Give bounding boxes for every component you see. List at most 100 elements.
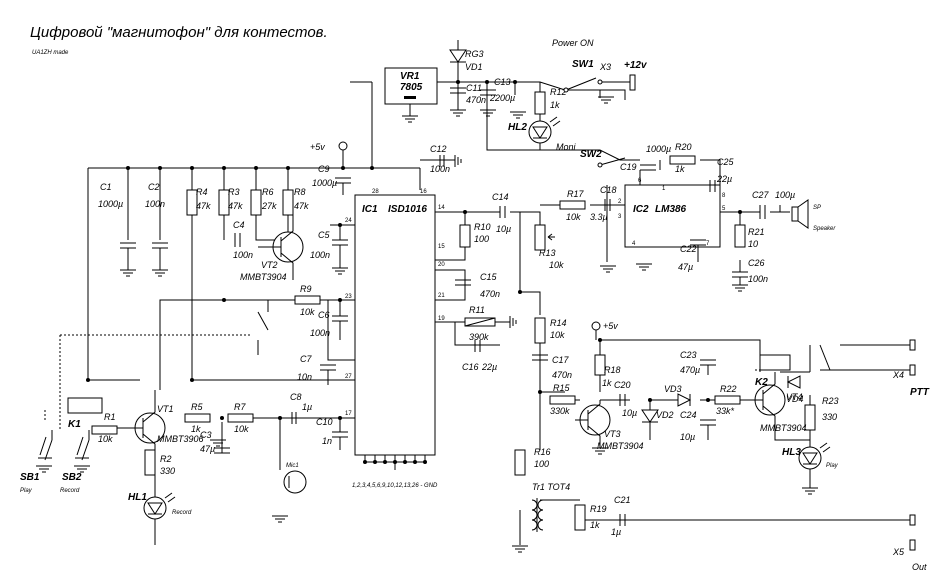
- mic-label: Mic1: [286, 463, 299, 469]
- r23-label: R23: [822, 396, 839, 406]
- sp-label: SP: [813, 205, 821, 211]
- r9-body: [294, 295, 321, 305]
- c27-value: 100µ: [775, 190, 795, 200]
- c1-value: 1000µ: [98, 199, 123, 209]
- ic2-pin-7: 7: [706, 241, 710, 247]
- r3-body: [218, 189, 230, 216]
- r19-value: 1k: [590, 520, 600, 530]
- vd4-label: VD4: [786, 394, 804, 404]
- c12-value: 100n: [430, 164, 450, 174]
- power-on-label: Power ON: [552, 38, 594, 48]
- r14-value: 10k: [550, 330, 565, 340]
- c9-label: C9: [318, 164, 330, 174]
- tr1-label: Tr1 TOT4: [532, 482, 570, 492]
- x4-sub: PTT: [910, 387, 930, 398]
- k1-coil: [67, 397, 103, 414]
- r18-body: [594, 354, 606, 376]
- c22-label: C22: [680, 244, 697, 254]
- relays: K1 K2: [67, 300, 831, 430]
- c18-label: C18: [600, 185, 617, 195]
- r16-value: 100: [534, 459, 549, 469]
- r18-value: 1k: [602, 378, 612, 388]
- r16-body: [514, 449, 526, 476]
- c3-value: 47µ: [200, 444, 215, 454]
- r13-body: [534, 224, 546, 251]
- c5-value: 100n: [310, 250, 330, 260]
- r17-value: 10k: [566, 212, 581, 222]
- c8-value: 1µ: [302, 402, 312, 412]
- r4-body: [186, 189, 198, 216]
- r22-label: R22: [720, 384, 737, 394]
- k1-label: K1: [68, 419, 81, 430]
- ic1-pin-14: 14: [438, 205, 445, 211]
- r5-body: [184, 413, 211, 423]
- r17-body: [559, 200, 586, 210]
- sb2-sub: Record: [60, 488, 80, 494]
- vr1-part: 7805: [400, 82, 423, 93]
- c10-label: C10: [316, 417, 333, 427]
- c5-label: C5: [318, 230, 330, 240]
- c13-label: C13: [494, 77, 511, 87]
- r21-body: [734, 224, 746, 248]
- ic1-pin-16: 16: [420, 189, 427, 195]
- r14-body: [534, 317, 546, 344]
- r16-label: R16: [534, 447, 551, 457]
- ic1-pin-24: 24: [345, 218, 352, 224]
- v12-label: +12v: [624, 60, 648, 71]
- hl2-sub: Moni: [556, 142, 577, 152]
- vt3-label: VT3: [604, 429, 621, 439]
- r19-label: R19: [590, 504, 607, 514]
- ic1-pin-21: 21: [438, 293, 445, 299]
- ic2-pin-3: 3: [618, 214, 622, 220]
- vt4-part: MMBT3904: [760, 423, 807, 433]
- r13-value: 10k: [549, 260, 564, 270]
- r23-value: 330: [822, 412, 837, 422]
- ic2-label: IC2: [633, 204, 649, 215]
- r15-body: [549, 395, 576, 405]
- ic1-label: IC1: [362, 204, 378, 215]
- page-title: Цифровой "магнитофон" для контестов.: [30, 24, 328, 41]
- r1-value: 10k: [98, 434, 113, 444]
- c8-label: C8: [290, 392, 302, 402]
- r22-body: [714, 395, 741, 405]
- ic2-lm386: IC2 LM386 6 1 8 2 3 4 5 7: [618, 178, 726, 248]
- connectors: X3 +12v X4 PTT X5 Out SP Speaker Mic1 Tr…: [283, 60, 930, 572]
- r12-body: [534, 91, 546, 115]
- r8-value: 47k: [294, 201, 309, 211]
- c21-label: C21: [614, 495, 631, 505]
- r15-label: R15: [553, 383, 571, 393]
- sp-sub: Speaker: [813, 226, 836, 232]
- vt2-part: MMBT3904: [240, 272, 287, 282]
- r7-value: 10k: [234, 424, 249, 434]
- author-note: UA1ZH made: [32, 50, 69, 56]
- r10-body: [459, 224, 471, 248]
- r9-label: R9: [300, 284, 312, 294]
- c24-label: C24: [680, 410, 697, 420]
- c16-label: C16: [462, 362, 479, 372]
- c2-label: C2: [148, 182, 160, 192]
- c17-label: C17: [552, 355, 570, 365]
- hl3-label: HL3: [782, 447, 801, 458]
- c22-value: 47µ: [678, 262, 693, 272]
- hl3-sub: Play: [826, 463, 839, 469]
- ic1-pin-20: 20: [438, 262, 445, 268]
- r19-body: [574, 504, 586, 531]
- ic1-pin-15: 15: [438, 244, 445, 250]
- regulator-vr1: VR1 7805: [384, 67, 438, 105]
- c20-label: C20: [614, 380, 631, 390]
- vt1-part: MMBT3906: [157, 434, 204, 444]
- c7-label: C7: [300, 354, 312, 364]
- power-labels: +5v +5v: [310, 141, 618, 340]
- diodes: RG3 VD1 VD2 VD3 VD4 HL1 Record HL2 Moni …: [128, 49, 839, 545]
- hl1-sub: Record: [172, 510, 192, 516]
- c26-value: 100n: [748, 274, 768, 284]
- r11-value: 390k: [469, 332, 489, 342]
- r3-value: 47k: [228, 201, 243, 211]
- c11-value: 470n: [466, 95, 486, 105]
- c15-value: 470n: [480, 289, 500, 299]
- ic1-isd1016: IC1 ISD1016 24 28 16 14 15 20 21 23 19 2…: [345, 189, 445, 489]
- r12-label: R12: [550, 87, 567, 97]
- ground-symbols: [36, 96, 818, 553]
- c7-value: 10n: [297, 372, 312, 382]
- c26-label: C26: [748, 258, 765, 268]
